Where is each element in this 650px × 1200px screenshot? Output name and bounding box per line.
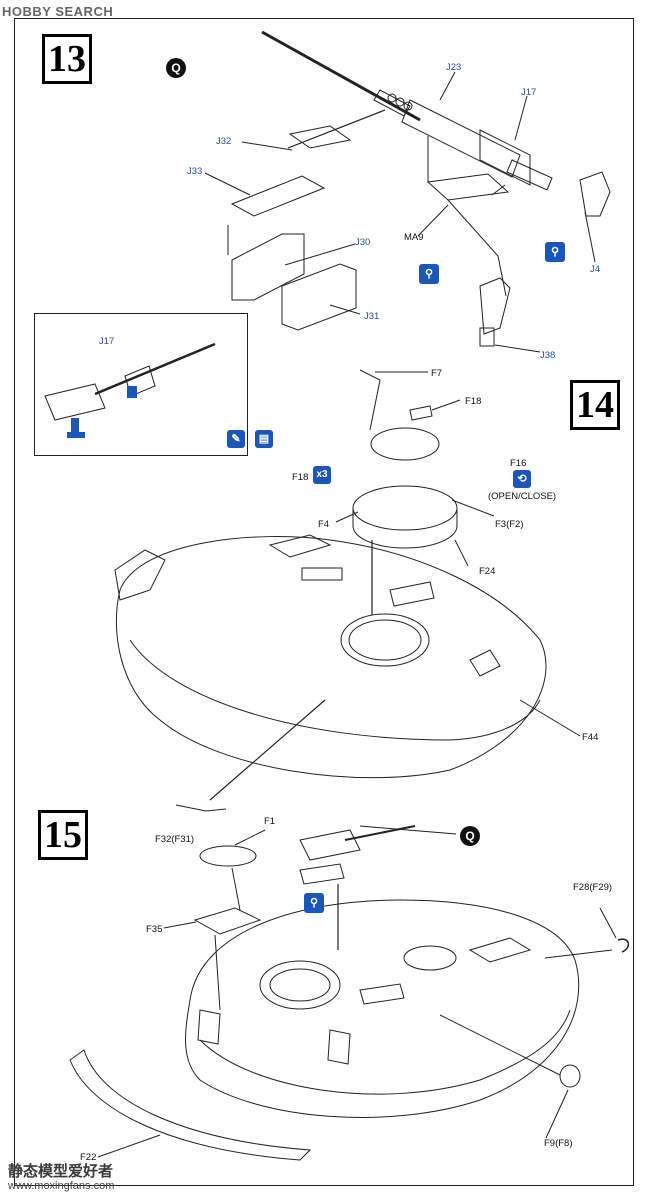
machine-gun-drawing (261, 30, 553, 191)
paint-icon: ✎ (227, 430, 245, 448)
label-F1: F1 (264, 816, 276, 827)
label-F18-x3: F18 (292, 472, 309, 483)
part-F32 (175, 804, 227, 812)
label-F24: F24 (479, 566, 496, 577)
times3-icon: x3 (313, 466, 331, 484)
ammo-boxes (230, 125, 357, 331)
label-F32F31: F32(F31) (155, 834, 195, 845)
moxingfans-watermark: 静态模型爱好者 (8, 1163, 114, 1180)
label-J4: J4 (590, 264, 601, 275)
label-F28F29: F28(F29) (573, 882, 613, 893)
turret-top-step15 (185, 899, 580, 1118)
label-F44: F44 (582, 732, 599, 743)
moxingfans-url: www.moxingfans.com (8, 1180, 115, 1192)
label-F16: F16 (510, 458, 527, 469)
gun-cradle (426, 171, 611, 347)
detail-inset: J17 ✎ ▤ (34, 313, 273, 456)
label-J38: J38 (540, 350, 556, 361)
hobby-search-watermark: HOBBY SEARCH (2, 4, 114, 19)
step-13-number: 13 (42, 34, 92, 84)
q-marker-icon: Q (460, 826, 480, 846)
label-F4: F4 (318, 519, 330, 530)
label-F18-top: F18 (465, 396, 482, 407)
label-F35: F35 (146, 924, 163, 935)
rotate-icon: ⟲ (513, 470, 531, 488)
label-F3F2: F3(F2) (495, 519, 524, 530)
q-marker-icon: Q (166, 58, 186, 78)
page-frame (14, 18, 634, 1186)
label-MA9: MA9 (404, 232, 424, 243)
label-F7: F7 (431, 368, 443, 379)
part-F1 (199, 845, 257, 867)
inset-gun-drawing (44, 342, 216, 438)
part-F28 (617, 938, 630, 953)
step-14-number: 14 (570, 380, 620, 430)
cement-icon: ▤ (255, 430, 273, 448)
label-F22: F22 (80, 1152, 97, 1163)
part-F35 (193, 907, 262, 935)
part-F9 (559, 1064, 581, 1088)
label-J17: J17 (521, 87, 537, 98)
tweezers-icon: ⚲ (545, 242, 565, 262)
label-J32: J32 (216, 136, 232, 147)
gun-mount-step15 (299, 825, 416, 885)
inset-label-J17: J17 (99, 336, 115, 347)
tweezers-icon: ⚲ (419, 264, 439, 284)
part-F22 (69, 1049, 312, 1161)
label-J33: J33 (187, 166, 203, 177)
commander-hatch (352, 369, 458, 549)
tweezers-icon: ⚲ (304, 893, 324, 913)
step-15-number: 15 (38, 810, 88, 860)
label-open-close: (OPEN/CLOSE) (488, 491, 557, 502)
label-F9F8: F9(F8) (544, 1138, 573, 1149)
label-J23: J23 (446, 62, 462, 73)
label-J31: J31 (364, 311, 380, 322)
label-J30: J30 (355, 237, 371, 248)
turret-top-step14 (114, 534, 547, 779)
